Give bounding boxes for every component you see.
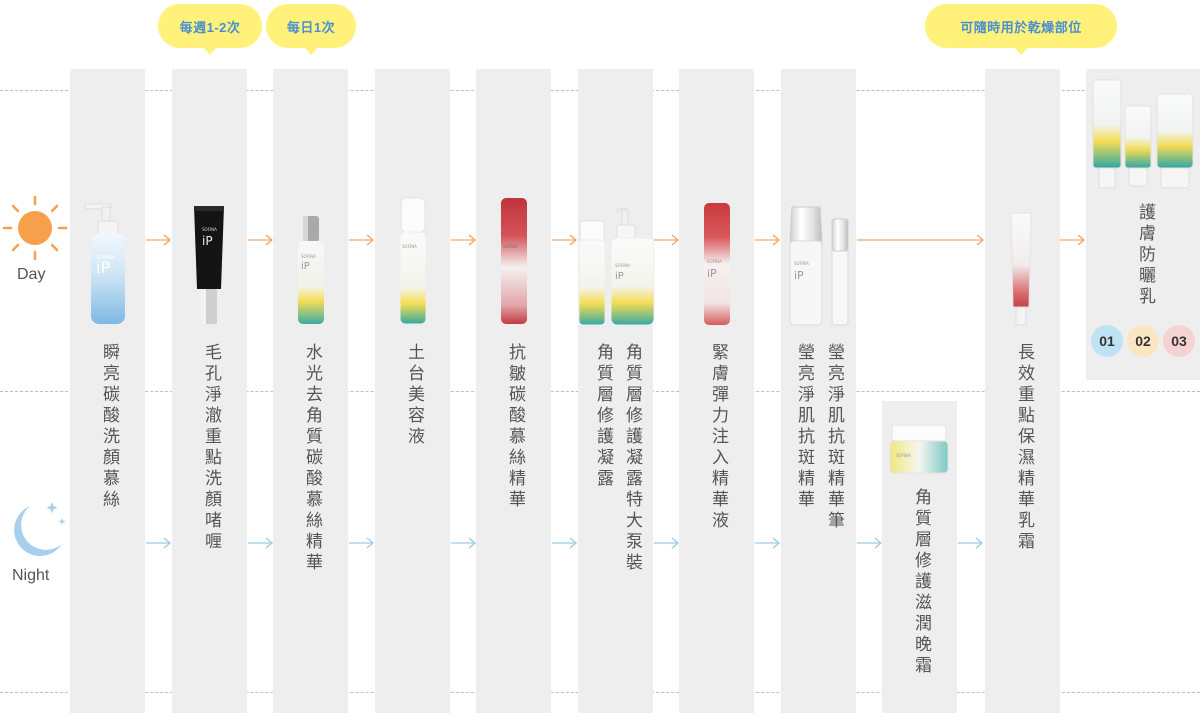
step-sunscreen-label: 護膚防曬乳: [1135, 203, 1155, 308]
column-3: [273, 69, 348, 713]
day-arrow-1: [146, 233, 172, 247]
svg-text:SOFINA: SOFINA: [202, 227, 217, 232]
svg-text:SOFINA: SOFINA: [896, 453, 911, 458]
bubble-daily: 每日1次: [266, 4, 356, 55]
product-cleansing-gel-image: SOFINA iP: [191, 203, 227, 332]
step-anti-wrinkle-essence-label: 抗皺碳酸慕絲精華: [505, 343, 525, 511]
day-arrow-4: [451, 233, 477, 247]
svg-text:iP: iP: [202, 234, 213, 248]
day-label: Day: [17, 266, 46, 283]
day-arrow-9: [1060, 233, 1086, 247]
step-repair-gel-pump-label: 角質層修護凝露特大泵裝: [622, 343, 642, 574]
svg-text:SOFINA: SOFINA: [794, 261, 809, 266]
night-arrow-6: [654, 536, 680, 550]
svg-text:iP: iP: [301, 261, 310, 272]
svg-text:SOFINA: SOFINA: [707, 259, 722, 264]
day-arrow-3: [349, 233, 375, 247]
product-exfoliating-essence-image: SOFINA iP: [294, 214, 328, 331]
product-moisture-cream-image: [1008, 211, 1034, 332]
step-repair-gel-label: 角質層修護凝露: [593, 343, 613, 490]
column-5: [476, 69, 551, 713]
column-7: [679, 69, 754, 713]
step-cleansing-gel-label: 毛孔淨澈重點洗顏啫喱: [201, 343, 221, 553]
night-label: Night: [12, 567, 50, 584]
product-sunscreen-image: [1091, 78, 1195, 195]
svg-text:iP: iP: [707, 267, 717, 280]
day-arrow-7: [755, 233, 781, 247]
product-brightening-serum-image: SOFINA iP: [786, 205, 856, 332]
day-arrow-2: [248, 233, 274, 247]
product-firming-serum-image: SOFINA iP: [700, 201, 734, 332]
night-arrow-1: [146, 536, 172, 550]
night-arrow-5: [552, 536, 578, 550]
sunscreen-option-02[interactable]: 02: [1127, 325, 1159, 357]
step-brightening-serum-label: 瑩亮淨肌抗斑精華: [794, 343, 814, 511]
product-repair-gel-image: SOFINA iP: [577, 207, 657, 332]
svg-text:iP: iP: [615, 271, 624, 282]
product-anti-wrinkle-essence-image: SOFINA: [497, 196, 531, 331]
night-arrow-7: [755, 536, 781, 550]
svg-text:SOFINA: SOFINA: [402, 244, 417, 249]
step-night-cream-label: 角質層修護滋潤晚霜: [911, 488, 931, 677]
svg-text:SOFINA: SOFINA: [96, 255, 115, 261]
column-2: [172, 69, 247, 713]
day-arrow-6: [654, 233, 680, 247]
column-8: [781, 69, 856, 713]
day-arrow-8: [857, 233, 985, 247]
svg-text:SOFINA: SOFINA: [615, 263, 630, 268]
day-arrow-5: [552, 233, 578, 247]
sunscreen-option-01[interactable]: 01: [1091, 325, 1123, 357]
step-moisture-cream-label: 長效重點保濕精華乳霜: [1014, 343, 1034, 553]
night-arrow-2: [248, 536, 274, 550]
column-4: [375, 69, 450, 713]
product-night-cream-image: SOFINA: [888, 423, 950, 482]
step-exfoliating-essence-label: 水光去角質碳酸慕絲精華: [302, 343, 322, 574]
svg-text:SOFINA: SOFINA: [301, 254, 316, 259]
night-arrow-9: [958, 536, 984, 550]
svg-text:iP: iP: [96, 258, 110, 277]
svg-text:iP: iP: [794, 269, 804, 282]
step-foam-cleanser-label: 瞬亮碳酸洗顏慕絲: [99, 343, 119, 511]
product-base-serum-image: SOFINA: [396, 196, 430, 331]
night-arrow-3: [349, 536, 375, 550]
step-firming-serum-label: 緊膚彈力注入精華液: [708, 343, 728, 532]
svg-text:SOFINA: SOFINA: [503, 244, 518, 249]
column-9: [985, 69, 1060, 713]
column-1: [70, 69, 145, 713]
night-arrow-8: [857, 536, 883, 550]
product-foam-cleanser-image: SOFINA iP: [82, 201, 134, 331]
moon-icon: [4, 500, 68, 567]
bubble-anytime: 可隨時用於乾燥部位: [925, 4, 1117, 55]
sunscreen-option-03[interactable]: 03: [1163, 325, 1195, 357]
night-arrow-4: [451, 536, 477, 550]
column-6: [578, 69, 653, 713]
step-base-serum-label: 土台美容液: [404, 343, 424, 448]
bubble-weekly: 每週1-2次: [158, 4, 262, 55]
step-brightening-pen-label: 瑩亮淨肌抗斑精華筆: [824, 343, 844, 532]
sun-icon: [2, 195, 68, 266]
